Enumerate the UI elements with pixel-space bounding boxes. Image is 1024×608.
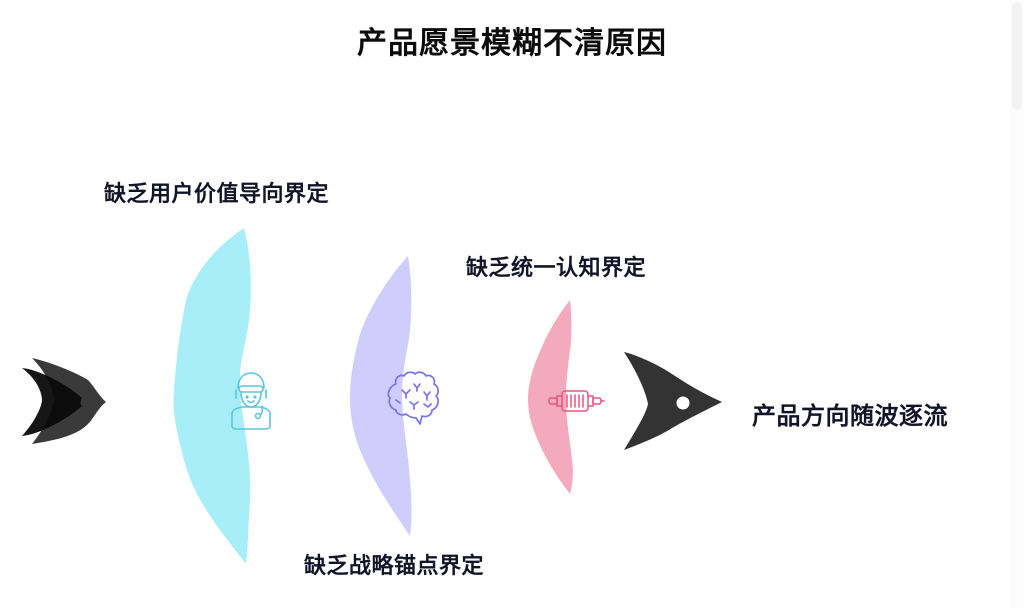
vertical-scrollbar[interactable] — [1010, 0, 1024, 608]
motor-engine-icon — [548, 390, 605, 412]
fish-tail-icon — [22, 358, 106, 444]
fin-user-value — [173, 228, 251, 564]
cause-label-user-value: 缺乏用户价值导向界定 — [104, 182, 330, 207]
fin-unified-cognition — [528, 300, 573, 494]
scrollbar-thumb[interactable] — [1012, 2, 1022, 110]
fish-head-icon — [624, 352, 722, 450]
customer-service-person-icon — [231, 372, 271, 430]
cause-label-unified-cognition: 缺乏统一认知界定 — [466, 256, 647, 281]
diagram-title: 产品愿景模糊不清原因 — [357, 26, 667, 61]
result-label: 产品方向随波逐流 — [752, 402, 948, 430]
fin-strategic-anchor — [350, 256, 412, 536]
cause-label-strategic-anchor: 缺乏战略锚点界定 — [304, 554, 485, 579]
brain-speech-bubble-icon — [387, 371, 440, 425]
